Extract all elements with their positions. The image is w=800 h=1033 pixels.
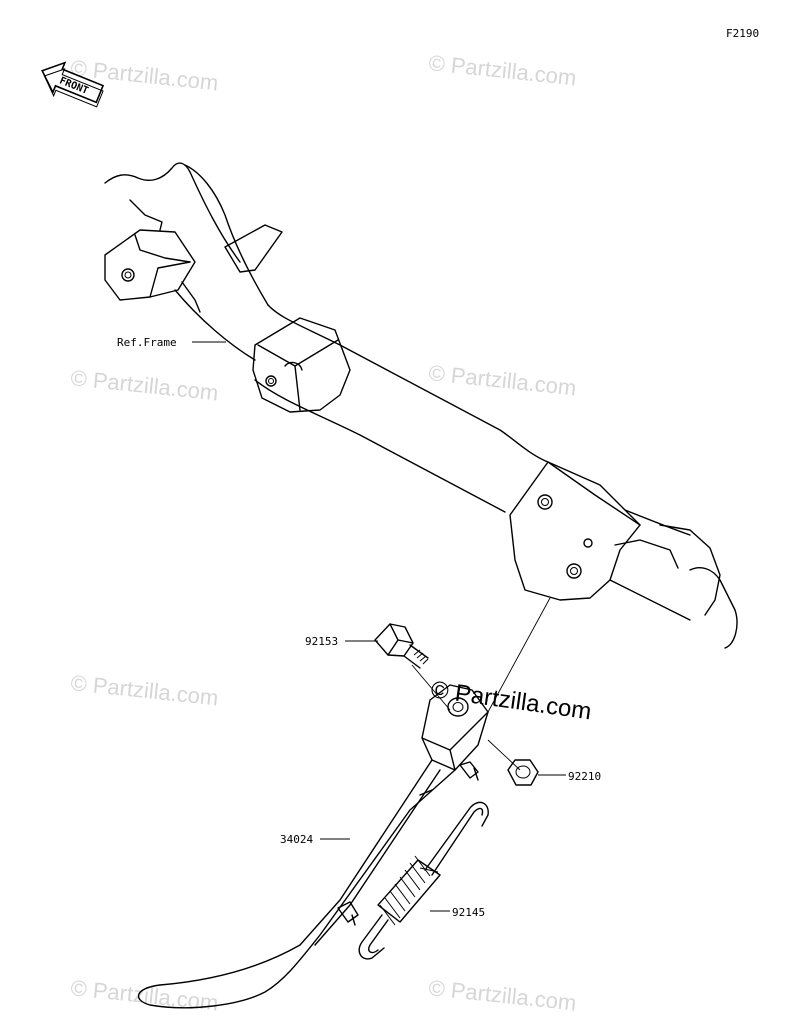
part-label-92210: 92210 — [568, 770, 601, 783]
front-arrow-icon: FRONT — [41, 61, 105, 108]
bolt-assembly-line — [411, 664, 451, 711]
main-watermark-text: © Partzilla.com — [429, 676, 593, 725]
frame-drawing — [104, 162, 738, 649]
watermark: © Partzilla.com — [427, 360, 577, 400]
watermark: © Partzilla.com — [69, 365, 219, 405]
ref-frame-label: Ref.Frame — [117, 336, 177, 349]
watermark: © Partzilla.com — [69, 670, 219, 710]
nut-92210 — [507, 759, 539, 786]
nut-assembly-line — [487, 739, 521, 771]
watermark: © Partzilla.com — [69, 975, 219, 1015]
watermark: © Partzilla.com — [427, 50, 577, 90]
assembly-line — [487, 597, 551, 713]
part-label-34024: 34024 — [280, 833, 313, 846]
watermark: © Partzilla.com — [427, 975, 577, 1015]
figure-code: F2190 — [726, 27, 759, 40]
part-label-92153: 92153 — [305, 635, 338, 648]
main-watermark: © Partzilla.com — [429, 676, 593, 725]
side-stand-34024 — [137, 684, 489, 1009]
bolt-92153 — [374, 623, 429, 669]
watermark-layer: © Partzilla.com © Partzilla.com © Partzi… — [69, 50, 577, 1015]
part-label-92145: 92145 — [452, 906, 485, 919]
spring-92145 — [358, 801, 489, 960]
